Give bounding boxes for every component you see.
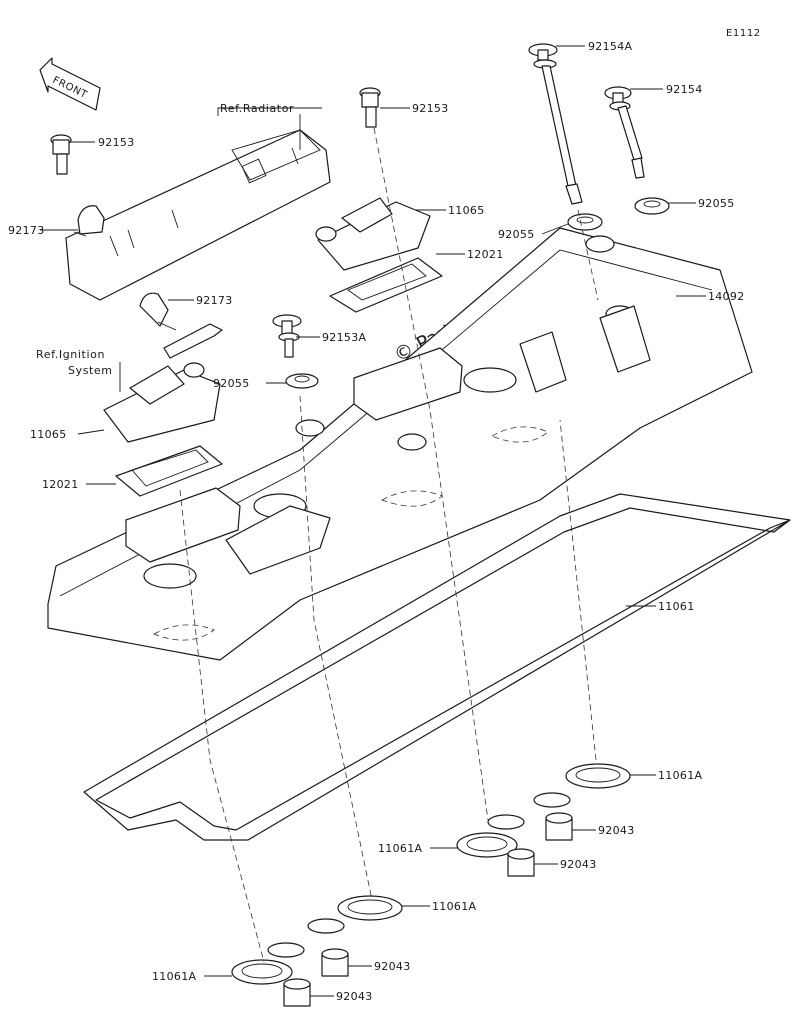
- front-arrow-icon: FRONT: [39, 57, 101, 111]
- clamp-92173-left[interactable]: [73, 205, 105, 237]
- seal-11061A-l1[interactable]: [337, 895, 403, 921]
- seal-ring-r2: [487, 814, 525, 830]
- bolt-92154[interactable]: [604, 86, 645, 179]
- dowel-92043-r2[interactable]: [507, 848, 535, 877]
- label-92043-l2: 92043: [336, 990, 373, 1003]
- dowel-92043-l1[interactable]: [321, 948, 349, 977]
- seal-ring-r1: [533, 792, 571, 808]
- bolt-92153-top[interactable]: [359, 87, 381, 128]
- label-11061A-l1: 11061A: [432, 900, 476, 913]
- label-92055-right: 92055: [698, 197, 735, 210]
- seal-11061A-r1[interactable]: [565, 763, 631, 789]
- alignment-lines: [179, 127, 599, 963]
- label-92043-r2: 92043: [560, 858, 597, 871]
- label-92173-mid: 92173: [196, 294, 233, 307]
- seal-11061A-l2[interactable]: [231, 959, 293, 985]
- diagram-code: E1112: [726, 28, 761, 39]
- bolt-92153-left[interactable]: [50, 134, 72, 175]
- label-12021-left: 12021: [42, 478, 79, 491]
- clamp-92173-mid[interactable]: [139, 292, 177, 331]
- label-92153-top: 92153: [412, 102, 449, 115]
- ignition-lead: [163, 323, 223, 359]
- label-92043-r1: 92043: [598, 824, 635, 837]
- label-92153A: 92153A: [322, 331, 366, 344]
- label-92043-l1: 92043: [374, 960, 411, 973]
- ref-ignition-label-line1: Ref.Ignition: [36, 348, 105, 361]
- seal-11061A-r2[interactable]: [456, 832, 518, 858]
- label-92055-left: 92055: [213, 377, 250, 390]
- gasket-12021-left[interactable]: [115, 445, 223, 497]
- grommet-92055-left[interactable]: [285, 373, 319, 389]
- label-11065-right: 11065: [448, 204, 485, 217]
- gasket-12021-right[interactable]: [329, 257, 443, 313]
- cap-11065-left[interactable]: [103, 362, 221, 443]
- label-11061A-r2: 11061A: [378, 842, 422, 855]
- seal-ring-l2: [267, 942, 305, 958]
- cap-11065-right[interactable]: [315, 197, 431, 271]
- head-cover-14092[interactable]: [47, 227, 753, 661]
- label-12021-right: 12021: [467, 248, 504, 261]
- dowel-92043-r1[interactable]: [545, 812, 573, 841]
- seal-ring-l1: [307, 918, 345, 934]
- radiator-bracket: [65, 129, 331, 301]
- label-92173-left: 92173: [8, 224, 45, 237]
- label-92154: 92154: [666, 83, 703, 96]
- label-11061: 11061: [658, 600, 695, 613]
- label-11065-left: 11065: [30, 428, 67, 441]
- bolt-92154A[interactable]: [528, 43, 583, 205]
- label-11061A-r1: 11061A: [658, 769, 702, 782]
- label-92154A: 92154A: [588, 40, 632, 53]
- bolt-92153A[interactable]: [272, 314, 302, 358]
- dowel-92043-l2[interactable]: [283, 978, 311, 1007]
- label-92153-left: 92153: [98, 136, 135, 149]
- label-92055-mid: 92055: [498, 228, 535, 241]
- label-14092: 14092: [708, 290, 745, 303]
- label-11061A-l2: 11061A: [152, 970, 196, 983]
- cover-gasket-11061[interactable]: [83, 493, 791, 841]
- grommet-92055-right[interactable]: [634, 197, 670, 215]
- ref-radiator-label: Ref.Radiator: [220, 102, 294, 115]
- grommet-92055-mid[interactable]: [567, 213, 603, 231]
- ref-ignition-label-line2: System: [68, 364, 113, 377]
- leader-lines: [40, 45, 706, 997]
